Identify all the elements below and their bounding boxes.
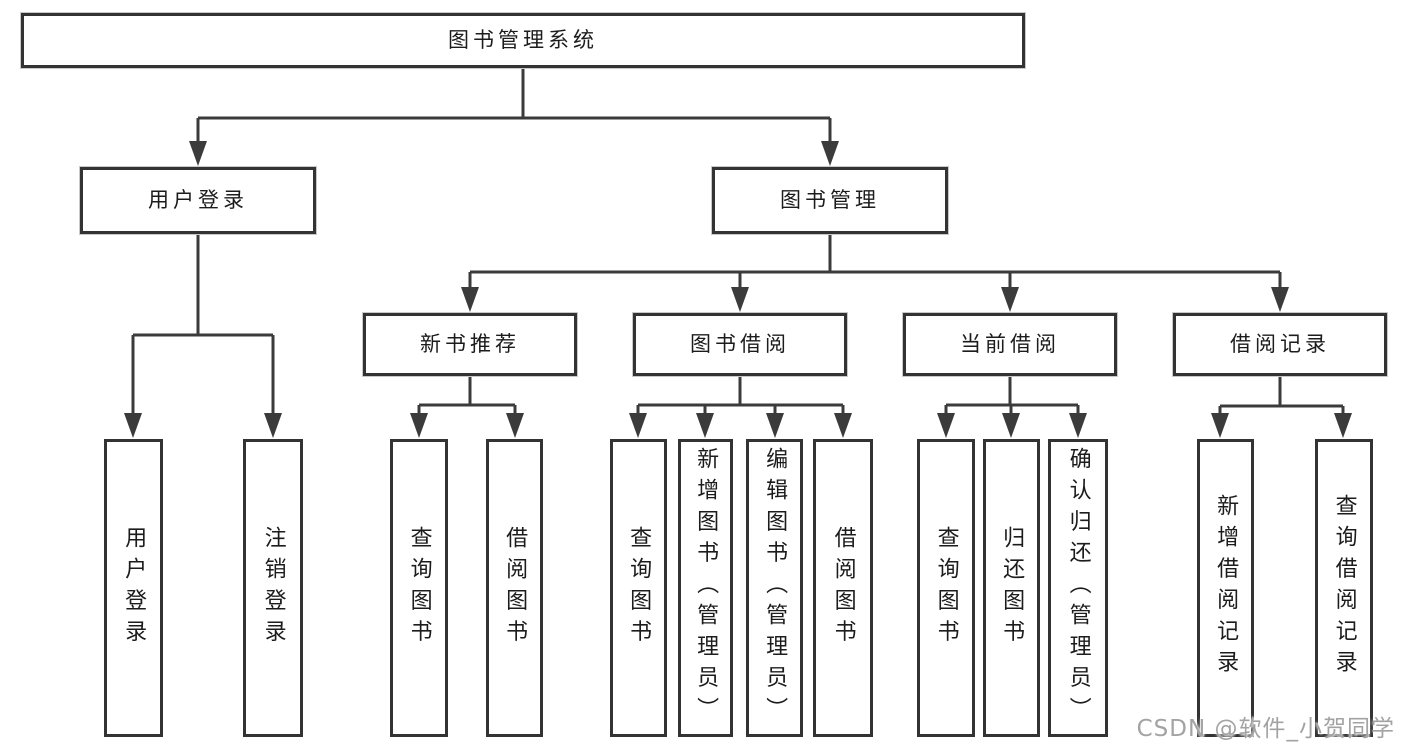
leaf-current-return-books: 归还图书 (983, 439, 1040, 737)
leaf-logout-label: 注销登录 (260, 525, 286, 651)
leaf-current-query-books-label: 查询图书 (933, 525, 959, 651)
leaf-recommend-borrow-books: 借阅图书 (486, 439, 543, 737)
watermark: CSDN @软件_小贺同学 (1136, 716, 1395, 742)
leaf-recommend-query-books: 查询图书 (390, 439, 448, 737)
node-book-borrow: 图书借阅 (633, 313, 847, 376)
leaf-recommend-borrow-books-label: 借阅图书 (502, 525, 528, 651)
node-root: 图书管理系统 (21, 13, 1025, 68)
leaf-recommend-query-books-label: 查询图书 (406, 525, 432, 651)
leaf-current-confirm-return-admin: 确认归还（管理员） (1048, 439, 1108, 737)
leaf-borrow-borrow-books: 借阅图书 (813, 439, 873, 737)
leaf-records-add-record: 新增借阅记录 (1197, 439, 1254, 737)
node-user-login: 用户登录 (80, 167, 316, 234)
leaf-user-login-label: 用户登录 (121, 525, 147, 651)
leaf-records-add-record-label: 新增借阅记录 (1213, 494, 1239, 682)
node-current-borrow: 当前借阅 (903, 313, 1117, 376)
leaf-user-login: 用户登录 (104, 439, 163, 737)
node-book-management: 图书管理 (712, 167, 948, 234)
leaf-borrow-query-books-label: 查询图书 (626, 525, 652, 651)
connector-paths (131, 68, 1345, 418)
leaf-current-confirm-return-admin-label: 确认归还（管理员） (1065, 447, 1091, 729)
leaf-borrow-borrow-books-label: 借阅图书 (830, 525, 856, 651)
leaf-logout: 注销登录 (243, 439, 303, 737)
node-new-book-recommend: 新书推荐 (363, 313, 577, 376)
leaf-records-query-record: 查询借阅记录 (1315, 439, 1373, 737)
leaf-borrow-query-books: 查询图书 (610, 439, 667, 737)
leaf-borrow-edit-books-admin: 编辑图书（管理员） (746, 439, 803, 737)
leaf-records-query-record-label: 查询借阅记录 (1331, 494, 1357, 682)
leaf-current-return-books-label: 归还图书 (999, 525, 1025, 651)
leaf-borrow-add-books-admin-label: 新增图书（管理员） (693, 447, 719, 729)
leaf-current-query-books: 查询图书 (917, 439, 975, 737)
leaf-borrow-edit-books-admin-label: 编辑图书（管理员） (762, 447, 788, 729)
arrowheads (124, 141, 1352, 438)
node-borrow-records: 借阅记录 (1173, 313, 1387, 376)
leaf-borrow-add-books-admin: 新增图书（管理员） (678, 439, 733, 737)
